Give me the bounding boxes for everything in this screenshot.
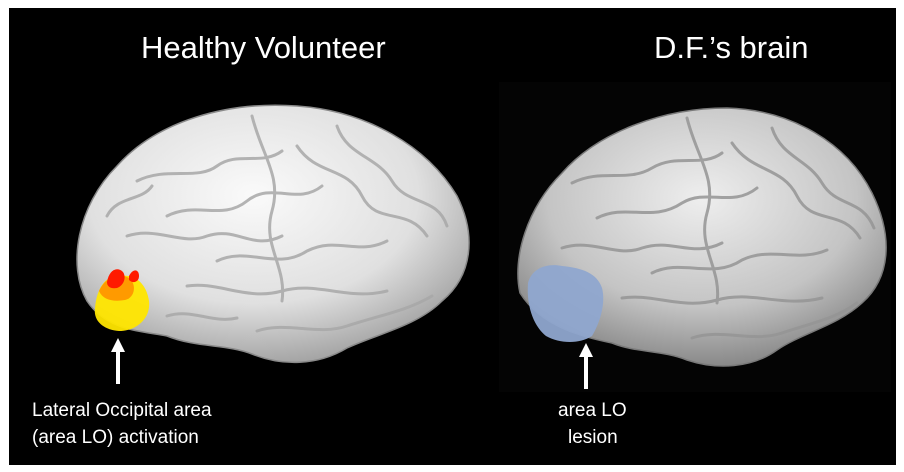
caption-line: (area LO) activation [32, 424, 212, 451]
caption-line: area LO [558, 397, 627, 424]
arrow-up-icon [110, 338, 126, 384]
panel-title-healthy-volunteer: Healthy Volunteer [141, 30, 386, 66]
arrow-up-icon [578, 343, 594, 389]
df-brain-image [502, 88, 896, 388]
caption-healthy: Lateral Occipital area (area LO) activat… [32, 397, 212, 451]
figure-frame: Healthy Volunteer [9, 8, 896, 465]
caption-line: lesion [558, 424, 627, 451]
panel-title-df-brain: D.F.’s brain [654, 30, 809, 66]
caption-line: Lateral Occipital area [32, 397, 212, 424]
caption-df: area LO lesion [558, 397, 627, 451]
